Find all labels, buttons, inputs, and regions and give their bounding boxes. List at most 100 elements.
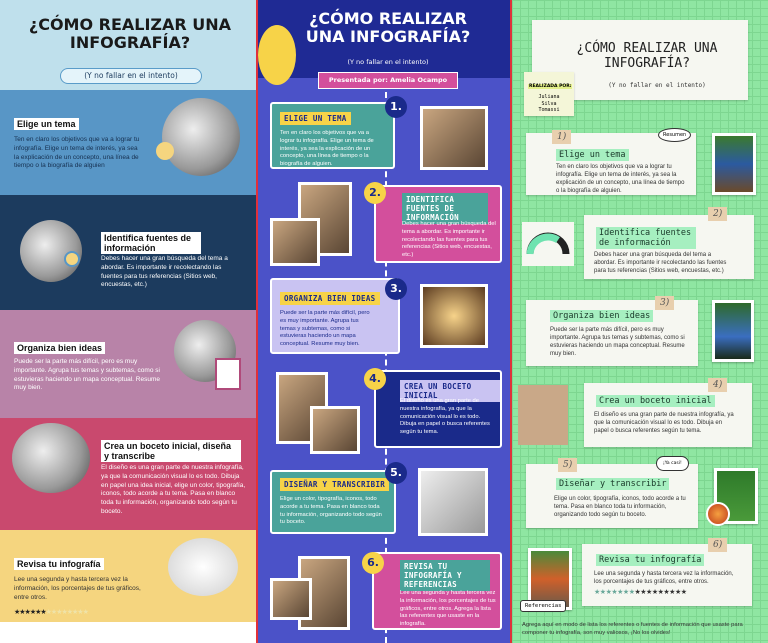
step-text: Ten en claro los objetivos que va a logr… — [280, 130, 374, 168]
step-text: El diseño es una gran parte de nuestra i… — [400, 398, 490, 436]
subtitle: (Y no fallar en el intento) — [347, 58, 429, 66]
step-number: 3. — [385, 278, 407, 300]
step-number: 2) — [708, 207, 728, 221]
step-title: Revisa tu infografía — [14, 558, 104, 570]
magnifier-icon — [64, 251, 80, 267]
step-title: CREA UN BOCETO INICIAL — [400, 380, 500, 402]
subtitle: (Y no fallar en el intento) — [60, 68, 202, 84]
step-section: Identifica fuentes de información Debes … — [0, 195, 256, 310]
star-icon: ★ — [680, 588, 687, 596]
step-text: Debes hacer una gran búsqueda del tema a… — [101, 255, 228, 289]
step-title: Organiza bien ideas — [14, 342, 106, 354]
step-text: Debes hacer una gran búsqueda del tema a… — [402, 221, 496, 259]
step-number: 4) — [708, 378, 728, 392]
step-number: 1. — [385, 96, 407, 118]
photo — [310, 406, 360, 454]
flower-decoration — [258, 25, 296, 85]
step-title: IDENTIFICA FUENTES DE INFORMACIÓN — [402, 193, 488, 224]
star-icon: ★ — [651, 588, 658, 596]
star-icon: ★ — [599, 588, 606, 596]
photo — [420, 106, 488, 170]
title: ¿CÓMO REALIZAR UNA INFOGRAFÍA? — [305, 9, 471, 47]
photo — [270, 218, 320, 266]
step-card: DISEÑAR Y TRANSCRIBIR Elige un color, ti… — [270, 470, 396, 534]
step-text: Puede ser la parte más difícil, pero es … — [280, 310, 370, 348]
star-icon: ★ — [657, 588, 664, 596]
sketch-photo — [518, 385, 568, 445]
subtitle: (Y no fallar en el intento) — [608, 82, 706, 89]
star-icon: ★ — [628, 588, 635, 596]
step-title: DISEÑAR Y TRANSCRIBIR — [280, 478, 390, 491]
infographic-purple: ¿CÓMO REALIZAR UNA INFOGRAFÍA? (Y no fal… — [256, 0, 512, 643]
author-note: REALIZADA POR: Juliana Silva Tomassi — [524, 72, 574, 116]
star-icon: ★ — [611, 588, 618, 596]
step-section: Crea un boceto inicial, diseña y transcr… — [0, 418, 256, 530]
star-icon: ★ — [646, 588, 652, 596]
step-number: 6) — [708, 538, 728, 552]
step-card: CREA UN BOCETO INICIAL El diseño es una … — [374, 370, 502, 448]
step-card: Revisa tu infografía Lee una segunda y h… — [582, 544, 752, 606]
title: ¿CÓMO REALIZAR UNA INFOGRAFÍA? — [576, 41, 718, 71]
step-number: 1) — [552, 130, 572, 144]
step-number: 6. — [362, 552, 384, 574]
step-title: Identifica fuentes de información — [101, 232, 201, 254]
step-title: Diseñar y transcribir — [556, 478, 670, 490]
star-rating: ★★★★★★★★★★★★★★★★ — [594, 588, 687, 596]
step-text: Puede ser la parte más difícil, pero es … — [14, 358, 160, 392]
step-text: Ten en claro los objetivos que va a logr… — [14, 136, 140, 170]
presenter-label: Presentada por: Amelia Ocampo — [318, 72, 458, 89]
step-section: Elige un tema Ten en claro los objetivos… — [0, 90, 256, 195]
step-card: Diseñar y transcribir Elige un color, ti… — [526, 464, 698, 528]
photo — [420, 284, 488, 348]
step-title: Revisa tu infografía — [596, 554, 705, 566]
step-number: 5. — [385, 462, 407, 484]
step-card: ORGANIZA BIEN IDEAS Puede ser la parte m… — [270, 278, 400, 354]
step-text: Debes hacer una gran búsqueda del tema a… — [594, 252, 727, 275]
timeline — [385, 92, 387, 643]
infographic-green: ¿CÓMO REALIZAR UNA INFOGRAFÍA? (Y no fal… — [512, 0, 768, 643]
step-card: IDENTIFICA FUENTES DE INFORMACIÓN Debes … — [374, 185, 502, 263]
step-title: Organiza bien ideas — [550, 310, 654, 322]
step-title: REVISA TU INFOGRAFÍA Y REFERENCIAS — [400, 560, 490, 591]
step-text: Lee una segunda y hasta tercera vez la i… — [594, 571, 734, 586]
clipboard-icon — [215, 358, 241, 390]
step-text: Puede ser la parte más difícil, pero es … — [550, 327, 685, 358]
photo — [418, 468, 488, 536]
star-icon: ★ — [663, 588, 670, 596]
step-card: ELIGE UN TEMA Ten en claro los objetivos… — [270, 102, 395, 169]
step-title: Crea un boceto inicial — [596, 395, 715, 407]
step-section: Organiza bien ideas Puede ser la parte m… — [0, 310, 256, 418]
step-title: Elige un tema — [556, 149, 629, 161]
fruit-sticker — [706, 502, 730, 526]
step-card: Elige un tema Ten en claro los objetivos… — [526, 133, 696, 195]
lightbulb-icon — [156, 142, 174, 160]
speech-bubble: Resumen — [658, 128, 692, 142]
robin-photo — [528, 548, 572, 610]
step-title: ELIGE UN TEMA — [280, 112, 351, 125]
step-text: Lee una segunda y hasta tercera vez la i… — [14, 576, 141, 601]
header: ¿CÓMO REALIZAR UNA INFOGRAFÍA? (Y no fal… — [0, 0, 256, 90]
star-icon: ★ — [617, 588, 623, 596]
star-icon: ★ — [669, 588, 675, 596]
references-tag: Referencias — [520, 600, 567, 612]
footer-text: Agrega aquí en modo de lista los referen… — [522, 622, 743, 636]
step-card: Crea un boceto inicial El diseño es una … — [584, 383, 752, 447]
step-number: 5) — [558, 458, 578, 472]
star-icon: ★ — [594, 588, 600, 596]
gauge-chart — [526, 232, 570, 255]
thought-bubble: ¡Ya casi! — [656, 456, 689, 471]
bird-photo — [712, 300, 754, 362]
star-icon: ★ — [674, 588, 681, 596]
step-number: 2. — [364, 182, 386, 204]
step-title: Identifica fuentes de información — [596, 227, 696, 249]
step-text: El diseño es una gran parte de nuestra i… — [101, 464, 246, 515]
photo — [162, 98, 240, 176]
title: ¿CÓMO REALIZAR UNA INFOGRAFÍA? — [28, 15, 232, 53]
step-number: 4. — [364, 368, 386, 390]
author-label: REALIZADA POR: — [528, 84, 573, 89]
infographic-blue: ¿CÓMO REALIZAR UNA INFOGRAFÍA? (Y no fal… — [0, 0, 256, 643]
step-text: El diseño es una gran parte de nuestra i… — [594, 412, 734, 435]
step-section: Revisa tu infografía Lee una segunda y h… — [0, 530, 256, 622]
star-icon: ★ — [622, 588, 629, 596]
star-rating: ★★★★★★★★★★★★★★ — [14, 608, 89, 616]
